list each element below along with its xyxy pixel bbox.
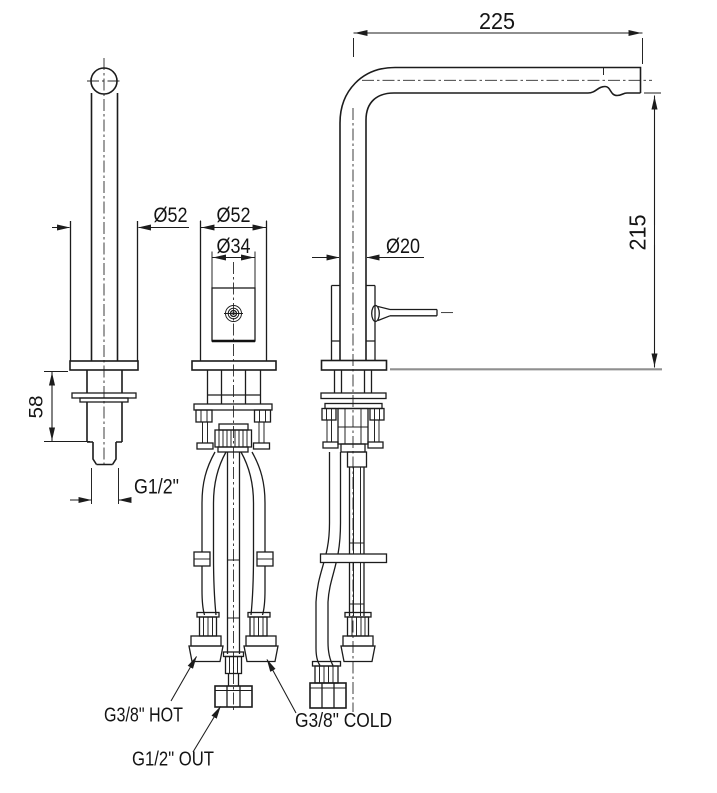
- dim-value-g12: G1/2": [134, 476, 179, 499]
- hoses-side-view: [315, 451, 388, 666]
- outlet-fitting-nut: [214, 651, 253, 708]
- base-flange: [191, 360, 277, 371]
- dim-spout-height: 215: [625, 92, 661, 368]
- base-flange: [320, 359, 388, 371]
- outlet-connector-block: [214, 423, 253, 453]
- set-screw: [224, 305, 243, 322]
- dim-cartridge-dia: Ø34: [212, 235, 255, 261]
- cold-connection-label: G3/8" COLD: [295, 709, 392, 732]
- dim-value-225: 225: [479, 8, 515, 34]
- body-sleeve: [330, 284, 376, 361]
- side-view-spout: [309, 66, 662, 712]
- side-outlet-nut: [309, 660, 347, 709]
- side-view-spout-column: [69, 58, 139, 504]
- side-fitting: [340, 611, 376, 663]
- lever-handle: [371, 304, 453, 323]
- spout-outline: [339, 66, 642, 361]
- body-extension-lines: [69, 221, 139, 361]
- thread-extension-lines: [91, 468, 119, 504]
- dim-shank-thread: G1/2": [70, 476, 179, 504]
- body-sides: [199, 221, 268, 361]
- hose-clamp-plate: [319, 553, 388, 564]
- cold-leader-line: [266, 659, 297, 714]
- dim-value-d52-left: Ø52: [154, 204, 188, 227]
- dim-spout-reach: 225: [353, 8, 643, 64]
- dim-spout-pipe-dia: Ø20: [312, 235, 424, 261]
- hot-fitting: [188, 611, 224, 663]
- hot-connection-label: G3/8" HOT: [104, 704, 183, 727]
- horseshoe-washer: [193, 403, 273, 411]
- hot-leader-line: [170, 656, 197, 702]
- out-leader-line: [192, 706, 221, 753]
- dim-value-d52-front: Ø52: [217, 204, 251, 227]
- base-flange: [69, 360, 139, 371]
- connection-labels: G3/8" HOT G3/8" COLD G1/2" OUT: [104, 656, 392, 771]
- locknut-washer-step: [79, 397, 129, 403]
- dim-base-dia-left: Ø52: [52, 204, 189, 231]
- threaded-shank: [86, 402, 123, 443]
- flexible-hoses: [193, 451, 274, 654]
- dim-body-dia: Ø52: [200, 204, 267, 232]
- dim-value-215: 215: [625, 215, 651, 251]
- dimensions: 225 215 Ø52 Ø52 Ø34: [27, 8, 661, 504]
- neck: [86, 370, 123, 393]
- mounting-studs: [195, 409, 272, 450]
- front-view-body: [188, 221, 279, 712]
- neck-and-shank: [206, 370, 262, 404]
- hose-clips: [193, 551, 274, 567]
- spout-tube-sides: [90, 93, 119, 361]
- dim-value-58: 58: [27, 396, 48, 419]
- spout-tube-end-circle: [90, 67, 118, 95]
- dim-shank-length: 58: [27, 371, 90, 442]
- dim-value-d34: Ø34: [217, 235, 251, 258]
- shank-tip: [92, 442, 117, 466]
- cold-fitting: [243, 611, 279, 663]
- mounting-hardware: [320, 370, 387, 453]
- dim-value-d20: Ø20: [386, 235, 420, 258]
- out-connection-label: G1/2" OUT: [132, 748, 214, 771]
